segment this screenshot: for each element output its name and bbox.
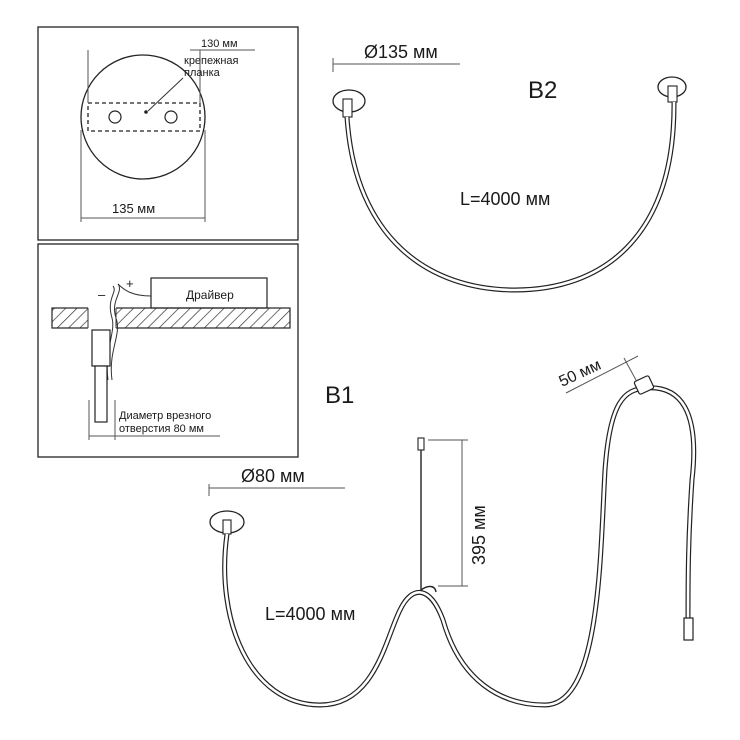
b1-height-label: 395 мм [469,505,489,565]
b2-tube-inner [345,101,676,292]
b1-canopy-cap [222,519,232,535]
ceiling-hole [88,307,116,329]
canopy-body [91,329,111,367]
mounting-plate [87,102,201,132]
wire-1 [110,283,120,381]
lamp-b2: B2 Ø135 мм L=4000 мм [332,42,687,293]
b2-cap-left [342,98,353,118]
wire-to-driver [117,283,152,297]
b1-wire-cap [417,437,425,451]
b2-diameter-label: Ø135 мм [364,42,438,62]
plate-center-dot [144,110,148,114]
b2-length-label: L=4000 мм [460,189,550,209]
lamp-tube [94,365,108,423]
mounting-hole-right [164,110,178,124]
ceiling-section-panel: Драйвер – + Диаметр врезного отверстия 8… [37,243,299,458]
wire-minus-sign: – [98,287,106,302]
b1-title: B1 [325,382,354,409]
b1-hook [420,585,437,593]
b1-end-clip [633,375,655,395]
b1-end-cap [683,617,694,641]
mounting-hole-left [108,110,122,124]
b1-end-dim-ext [623,357,637,381]
b2-title: B2 [528,77,557,104]
plate-label-line1: крепежная [184,55,239,67]
wire-plus-sign: + [126,276,134,291]
plate-leader [147,77,184,112]
canopy-top-view-panel: 130 мм крепежная планка 135 мм [37,26,299,241]
b1-tube-inner [223,386,696,707]
lamp-b1: B1 Ø80 мм 395 мм 50 мм L=4000 мм [208,355,697,708]
b1-diameter-label: Ø80 мм [241,466,305,486]
dim-135-label: 135 мм [112,201,155,216]
plate-label-line2: планка [184,67,221,79]
hole-label-line2: отверстия 80 мм [119,423,204,435]
dim-130-label: 130 мм [201,38,238,50]
hole-label-line1: Диаметр врезного [119,410,211,422]
b2-cap-right [667,85,678,103]
driver-label: Драйвер [186,288,234,302]
b1-length-label: L=4000 мм [265,604,355,624]
